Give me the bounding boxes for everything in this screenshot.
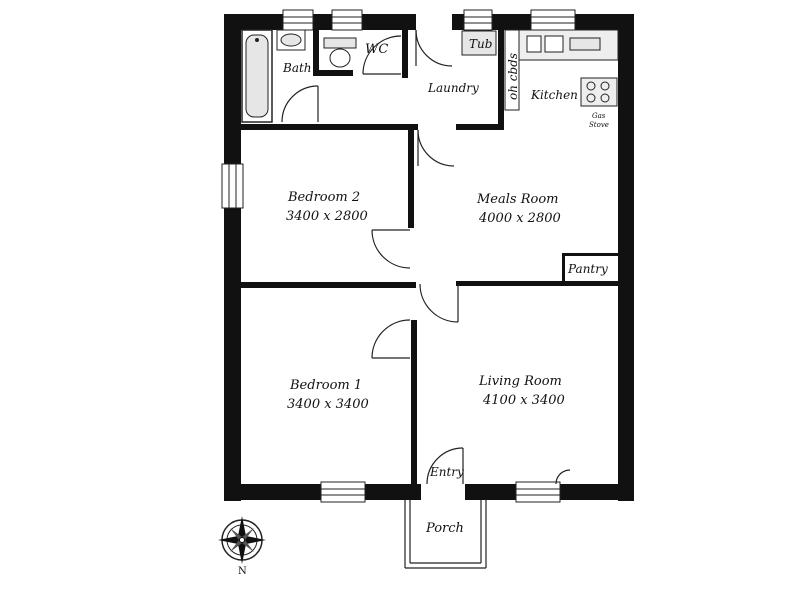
gas-stove-label-line2: Stove [589, 121, 609, 129]
bedroom1-name: Bedroom 1 [289, 378, 362, 393]
bedroom1-door [371, 319, 411, 359]
laundry-meals-door [417, 129, 455, 167]
bedroom2-size: 3400 x 2800 [286, 209, 368, 224]
kitchen-label: Kitchen [530, 88, 578, 102]
compass-north-label: N [238, 566, 247, 577]
meals-name: Meals Room [476, 192, 559, 207]
overhead-cupboards [504, 29, 520, 111]
bedroom2-door [371, 229, 411, 269]
meals-size: 4000 x 2800 [478, 211, 561, 226]
window-lines [228, 16, 575, 496]
wc-door [362, 35, 402, 75]
living-size: 4100 x 3400 [482, 393, 565, 408]
bath-label: Bath [282, 61, 312, 75]
interior-walls [241, 28, 618, 484]
basin [276, 29, 306, 51]
wall-openings [221, 9, 576, 503]
laundry-label: Laundry [427, 81, 479, 95]
doors [281, 29, 571, 485]
kitchen-bench [518, 29, 619, 61]
bedroom2-name: Bedroom 2 [287, 190, 360, 205]
porch [404, 500, 487, 569]
porch-label: Porch [425, 521, 464, 536]
wc-label: WC [365, 42, 388, 57]
bathtub [241, 29, 273, 123]
toilet [323, 37, 357, 68]
tub-label: Tub [469, 37, 492, 51]
laundry-door [415, 29, 453, 67]
compass-icon [218, 516, 266, 564]
entry-door [426, 447, 464, 485]
living-window-swing [555, 469, 571, 485]
oh-cbds-label: oh cbds [506, 53, 520, 100]
living-door [419, 283, 459, 323]
laundry-tub [461, 30, 497, 56]
pantry-label: Pantry [567, 262, 608, 276]
gas-stove-label-line1: Gas [592, 112, 606, 120]
gas-stove [580, 77, 618, 107]
living-name: Living Room [478, 374, 562, 389]
entry-label: Entry [429, 465, 464, 479]
bath-door [281, 85, 319, 123]
bedroom1-size: 3400 x 3400 [287, 397, 369, 412]
